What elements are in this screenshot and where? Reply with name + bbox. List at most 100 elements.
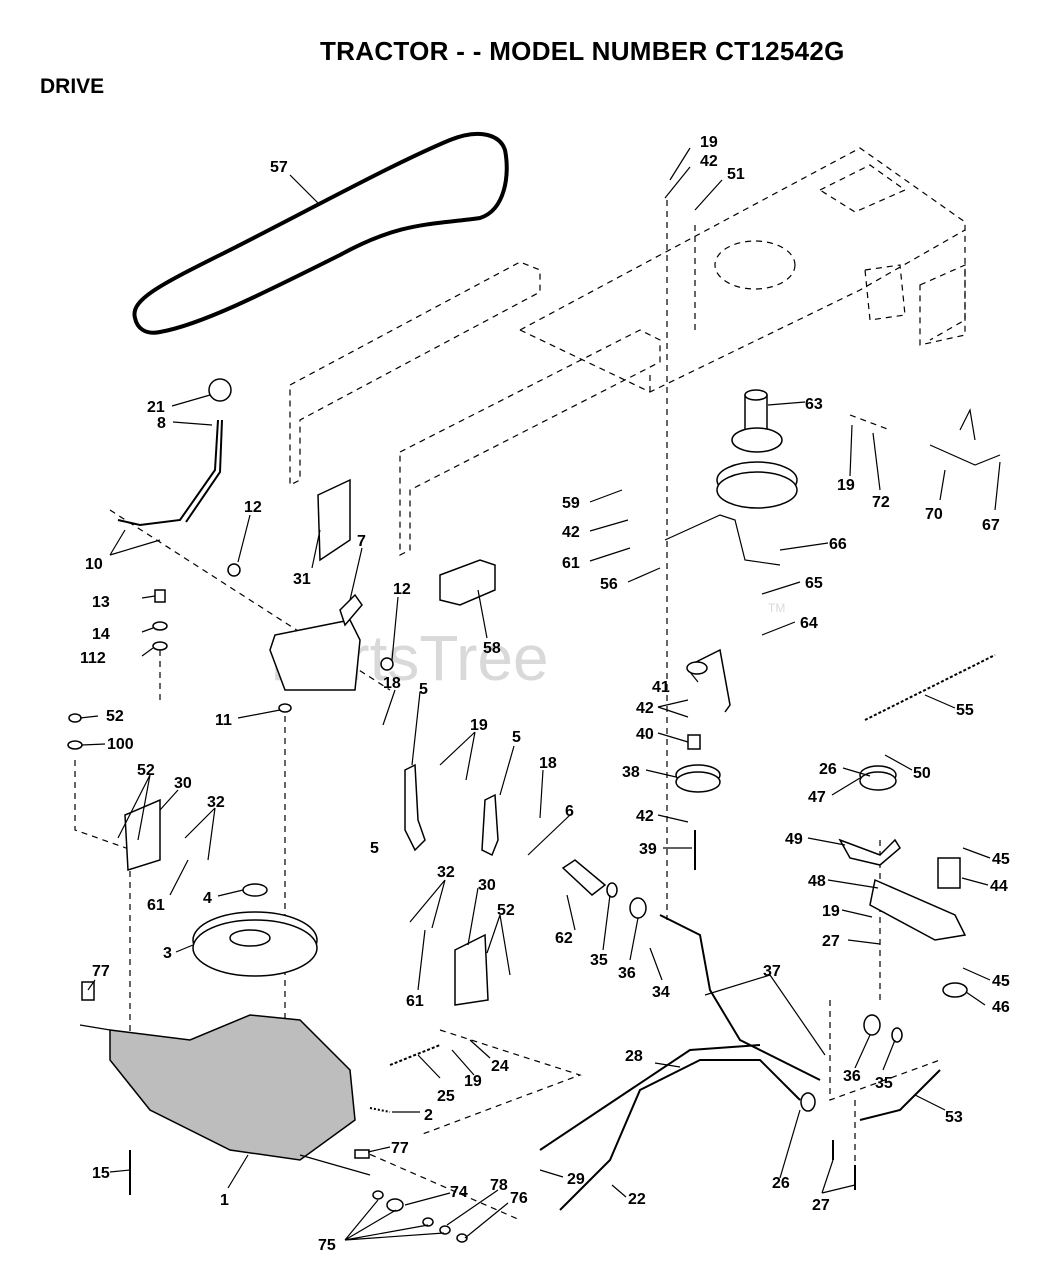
callout-label: 27 <box>812 1197 830 1214</box>
callout-label: 7 <box>357 533 366 550</box>
callout-label: 36 <box>843 1068 861 1085</box>
callout-label: 18 <box>383 675 401 692</box>
callout-label: 27 <box>822 933 840 950</box>
callout-label: 41 <box>652 679 670 696</box>
callout-label: 11 <box>215 712 232 729</box>
callout-label: 77 <box>391 1140 409 1157</box>
callout-label: 58 <box>483 640 501 657</box>
callout-label: 26 <box>819 761 837 778</box>
callout-label: 37 <box>763 963 781 980</box>
callout-label: 28 <box>625 1048 643 1065</box>
callout-label: 61 <box>406 993 424 1010</box>
callout-label: 19 <box>837 477 855 494</box>
knob <box>208 378 232 402</box>
callout-label: 74 <box>450 1184 468 1201</box>
callout-label: 59 <box>562 495 580 512</box>
callout-label: 65 <box>805 575 823 592</box>
callout-label: 35 <box>590 952 608 969</box>
shift-lever <box>117 419 219 527</box>
frame <box>289 147 966 556</box>
callout-label: 34 <box>652 984 670 1001</box>
callout-label: 56 <box>600 576 618 593</box>
callout-label: 64 <box>800 615 818 632</box>
callout-label: 19 <box>464 1073 482 1090</box>
callout-label: 26 <box>772 1175 790 1192</box>
callout-label: 76 <box>510 1190 528 1207</box>
page-title: TRACTOR - - MODEL NUMBER CT12542G <box>320 36 845 66</box>
callout-label: 5 <box>370 840 379 857</box>
callout-label: 78 <box>490 1177 508 1194</box>
callout-label: 4 <box>203 890 212 907</box>
callout-label: 52 <box>497 902 515 919</box>
callout-label: 46 <box>992 999 1010 1016</box>
callout-label: 35 <box>875 1075 893 1092</box>
callout-label: 14 <box>92 626 110 643</box>
callout-label: 112 <box>80 650 106 667</box>
callout-label: 45 <box>992 973 1010 990</box>
callout-label: 42 <box>636 808 654 825</box>
callout-label: 42 <box>562 524 580 541</box>
drive-belt <box>132 131 509 335</box>
callout-label: 30 <box>478 877 496 894</box>
callout-label: 13 <box>92 594 110 611</box>
callout-label: 8 <box>157 415 166 432</box>
callout-label: 66 <box>829 536 847 553</box>
callout-labels: 57 19 42 51 21 8 10 12 31 7 13 14 112 12… <box>80 134 1010 1254</box>
callout-label: 15 <box>92 1165 110 1182</box>
callout-label: 5 <box>419 681 428 698</box>
callout-label: 72 <box>872 494 890 511</box>
callout-label: 12 <box>244 499 262 516</box>
callout-label: 32 <box>437 864 455 881</box>
callout-label: 18 <box>539 755 557 772</box>
callout-label: 45 <box>992 851 1010 868</box>
callout-label: 77 <box>92 963 110 980</box>
callout-label: 21 <box>147 399 165 416</box>
callout-label: 3 <box>163 945 172 962</box>
callout-label: 52 <box>106 708 124 725</box>
callout-label: 19 <box>700 134 718 151</box>
callout-label: 42 <box>636 700 654 717</box>
callout-label: 19 <box>822 903 840 920</box>
callout-label: 67 <box>982 517 1000 534</box>
callout-label: 61 <box>147 897 165 914</box>
parts <box>67 378 1001 1243</box>
callout-label: 47 <box>808 789 826 806</box>
callout-label: 61 <box>562 555 580 572</box>
callout-label: 5 <box>512 729 521 746</box>
callout-label: 52 <box>137 762 155 779</box>
callout-label: 2 <box>424 1107 433 1124</box>
callout-label: 57 <box>270 159 288 176</box>
callout-label: 50 <box>913 765 931 782</box>
callout-label: 53 <box>945 1109 963 1126</box>
callout-label: 49 <box>785 831 803 848</box>
callout-label: 100 <box>107 736 134 753</box>
callout-label: 70 <box>925 506 943 523</box>
callout-label: 10 <box>85 556 103 573</box>
callout-label: 29 <box>567 1171 585 1188</box>
callout-label: 44 <box>990 878 1008 895</box>
callout-label: 12 <box>393 581 411 598</box>
callout-label: 51 <box>727 166 745 183</box>
callout-label: 75 <box>318 1237 336 1254</box>
callout-label: 24 <box>491 1058 509 1075</box>
callout-label: 19 <box>470 717 488 734</box>
callout-label: 40 <box>636 726 654 743</box>
callout-label: 55 <box>956 702 974 719</box>
callout-label: 62 <box>555 930 573 947</box>
callout-label: 63 <box>805 396 823 413</box>
callout-label: 32 <box>207 794 225 811</box>
callout-label: 48 <box>808 873 826 890</box>
callout-label: 42 <box>700 153 718 170</box>
callout-label: 36 <box>618 965 636 982</box>
callout-label: 1 <box>220 1192 229 1209</box>
callout-label: 25 <box>437 1088 455 1105</box>
callout-label: 39 <box>639 841 657 858</box>
section-title: DRIVE <box>40 75 105 98</box>
callout-label: 31 <box>293 571 311 588</box>
callout-label: 22 <box>628 1191 646 1208</box>
callout-label: 38 <box>622 764 640 781</box>
leader-lines <box>79 147 1001 1241</box>
watermark-tm: TM <box>768 601 785 615</box>
callout-label: 6 <box>565 803 574 820</box>
